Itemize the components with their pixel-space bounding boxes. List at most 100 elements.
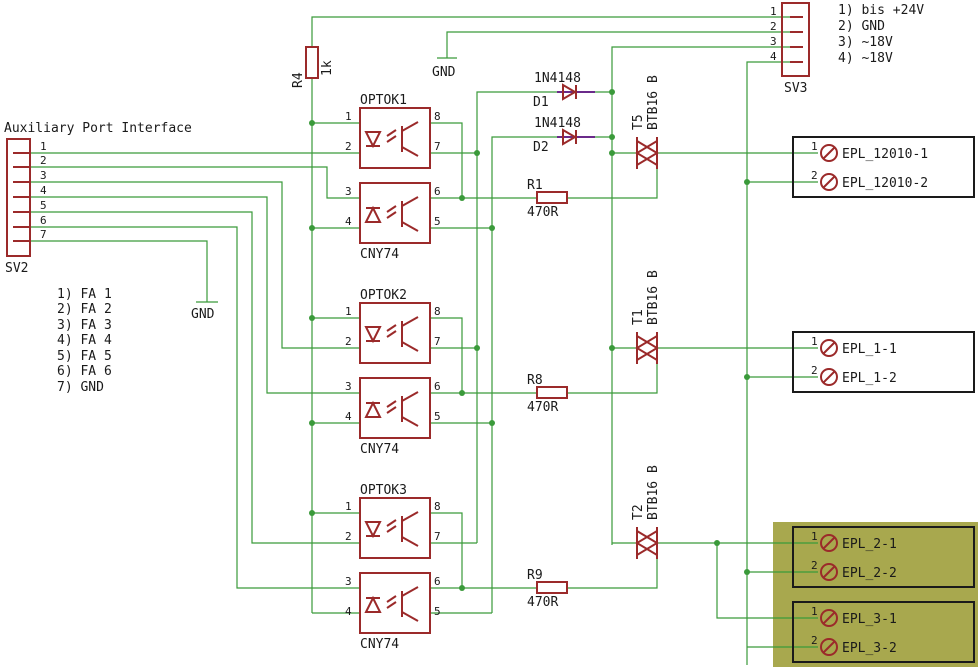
opto3-pin-3: 3 xyxy=(345,575,352,588)
opto3-pin-2: 2 xyxy=(345,530,352,543)
opto2-pin-7: 7 xyxy=(434,335,441,348)
epl1-label-2: EPL_1-2 xyxy=(842,371,897,386)
r1-value: 470R xyxy=(527,205,558,220)
epl3-label-2: EPL_3-2 xyxy=(842,641,897,656)
junctions xyxy=(309,89,750,591)
sv2-pin-1: 1 xyxy=(40,140,47,153)
optocoupler-1: OPTOK1 1 2 3 4 8 7 6 5 CNY74 xyxy=(345,93,441,262)
sv2-legend-1: 1) FA 1 xyxy=(57,287,112,302)
epl2-label-1: EPL_2-1 xyxy=(842,537,897,552)
triac-t2: T2 BTB16 B xyxy=(631,465,661,559)
opto3-pin-6: 6 xyxy=(434,575,441,588)
sv2-legend: 1) FA 1 2) FA 2 3) FA 3 4) FA 4 5) FA 5 … xyxy=(57,287,112,395)
opto1-pin-1: 1 xyxy=(345,110,352,123)
epl12010-label-2: EPL_12010-2 xyxy=(842,176,928,191)
sv2-legend-6: 6) FA 6 xyxy=(57,364,112,379)
epl3-pin-1: 1 xyxy=(811,605,818,618)
t2-value: BTB16 B xyxy=(646,465,661,520)
opto3-part: CNY74 xyxy=(360,637,399,652)
opto1-pin-8: 8 xyxy=(434,110,441,123)
sv2-pin-6: 6 xyxy=(40,214,47,227)
r1-name: R1 xyxy=(527,178,543,193)
sv3-pin-2: 2 xyxy=(770,20,777,33)
opto2-pin-6: 6 xyxy=(434,380,441,393)
d1-value: 1N4148 xyxy=(534,71,581,86)
resistor-r1: R1 470R xyxy=(527,178,568,220)
opto1-name: OPTOK1 xyxy=(360,93,407,108)
optocoupler-2: OPTOK2 1 2 3 4 8 7 6 5 CNY74 xyxy=(345,288,441,457)
gnd-label-top: GND xyxy=(432,65,456,80)
r9-name: R9 xyxy=(527,568,543,583)
resistor-r8: R8 470R xyxy=(527,373,568,415)
opto2-pin-8: 8 xyxy=(434,305,441,318)
terminal-epl-12010: 1 2 EPL_12010-1 EPL_12010-2 xyxy=(792,136,975,198)
epl1-label-1: EPL_1-1 xyxy=(842,342,897,357)
r4-name: R4 xyxy=(291,72,306,88)
epl12010-label-1: EPL_12010-1 xyxy=(842,147,928,162)
connector-sv3: 1 2 3 4 SV3 xyxy=(770,2,810,96)
sv2-pin-4: 4 xyxy=(40,184,47,197)
sv2-legend-2: 2) FA 2 xyxy=(57,302,112,317)
sv2-title: Auxiliary Port Interface xyxy=(4,121,192,136)
epl2-label-2: EPL_2-2 xyxy=(842,566,897,581)
resistor-r9: R9 470R xyxy=(527,568,568,610)
triac-t1: T1 BTB16 B xyxy=(631,270,661,364)
opto1-pin-7: 7 xyxy=(434,140,441,153)
sv3-pin-1: 1 xyxy=(770,5,777,18)
opto2-pin-4: 4 xyxy=(345,410,352,423)
opto3-pin-8: 8 xyxy=(434,500,441,513)
t5-name: T5 xyxy=(631,114,646,130)
epl3-pin-2: 2 xyxy=(811,634,818,647)
epl2-pin-1: 1 xyxy=(811,530,818,543)
triac-t5: T5 BTB16 B xyxy=(631,75,661,169)
t2-name: T2 xyxy=(631,504,646,520)
terminal-epl-3: 1 2 EPL_3-1 EPL_3-2 xyxy=(792,601,975,663)
sv2-name: SV2 xyxy=(5,261,28,276)
terminal-epl-2: 1 2 EPL_2-1 EPL_2-2 xyxy=(792,526,975,588)
opto2-part: CNY74 xyxy=(360,442,399,457)
epl12010-pin-2: 2 xyxy=(811,169,818,182)
opto3-pin-1: 1 xyxy=(345,500,352,513)
sv2-legend-3: 3) FA 3 xyxy=(57,318,112,333)
r9-value: 470R xyxy=(527,595,558,610)
opto2-pin-5: 5 xyxy=(434,410,441,423)
wires xyxy=(30,16,818,665)
sv3-pin-4: 4 xyxy=(770,50,777,63)
epl12010-pin-1: 1 xyxy=(811,140,818,153)
opto1-pin-2: 2 xyxy=(345,140,352,153)
opto1-pin-3: 3 xyxy=(345,185,352,198)
sv3-legend-1: 1) bis +24V xyxy=(838,3,924,18)
connector-sv2: 1 2 3 4 5 6 7 SV2 xyxy=(5,138,47,276)
sv2-pin-5: 5 xyxy=(40,199,47,212)
epl1-pin-1: 1 xyxy=(811,335,818,348)
opto3-pin-4: 4 xyxy=(345,605,352,618)
d1-name: D1 xyxy=(533,95,549,110)
epl1-pin-2: 2 xyxy=(811,364,818,377)
opto2-pin-2: 2 xyxy=(345,335,352,348)
sv3-legend-4: 4) ~18V xyxy=(838,51,893,66)
sv3-name: SV3 xyxy=(784,81,807,96)
epl3-label-1: EPL_3-1 xyxy=(842,612,897,627)
t1-value: BTB16 B xyxy=(646,270,661,325)
opto1-pin-5: 5 xyxy=(434,215,441,228)
resistor-r4: R4 1k xyxy=(291,46,335,88)
optocoupler-3: OPTOK3 1 2 3 4 8 7 6 5 CNY74 xyxy=(345,483,441,652)
terminal-epl-1: 1 2 EPL_1-1 EPL_1-2 xyxy=(792,331,975,393)
sv3-legend: 1) bis +24V 2) GND 3) ~18V 4) ~18V xyxy=(838,3,924,66)
opto3-name: OPTOK3 xyxy=(360,483,407,498)
diode-d1: 1N4148 D1 xyxy=(533,71,595,110)
d2-value: 1N4148 xyxy=(534,116,581,131)
terminal-highlight xyxy=(773,522,978,667)
sv3-legend-2: 2) GND xyxy=(838,19,885,34)
opto2-name: OPTOK2 xyxy=(360,288,407,303)
sv3-legend-3: 3) ~18V xyxy=(838,35,893,50)
r8-name: R8 xyxy=(527,373,543,388)
epl2-pin-2: 2 xyxy=(811,559,818,572)
t1-name: T1 xyxy=(631,309,646,325)
opto3-pin-5: 5 xyxy=(434,605,441,618)
d2-name: D2 xyxy=(533,140,549,155)
diode-d2: 1N4148 D2 xyxy=(533,116,595,155)
sv2-pin-3: 3 xyxy=(40,169,47,182)
sv2-legend-5: 5) FA 5 xyxy=(57,349,112,364)
